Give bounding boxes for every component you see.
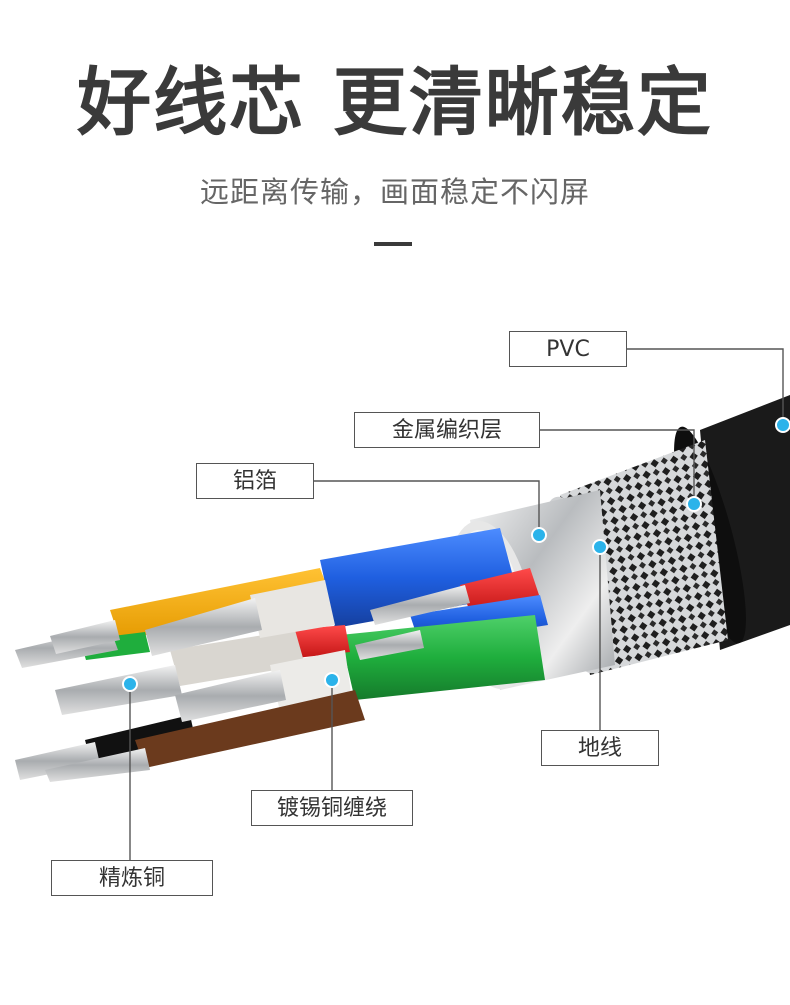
callout-markers [122,417,790,692]
marker-pvc [775,417,790,433]
label-refined-copper: 精炼铜 [51,860,213,896]
label-tinned-copper-wrap: 镀锡铜缠绕 [251,790,413,826]
label-aluminum-foil: 铝箔 [196,463,314,499]
title-divider [374,242,412,246]
subheadline: 远距离传输，画面稳定不闪屏 [199,175,590,209]
marker-foil [531,527,547,543]
marker-tinned [324,672,340,688]
copper-strands [15,585,470,782]
inner-wires [80,528,548,768]
label-pvc: PVC [509,331,627,367]
marker-braid [686,496,702,512]
marker-copper [122,676,138,692]
leader-lines [129,348,784,860]
marker-ground [592,539,608,555]
label-ground-wire: 地线 [541,730,659,766]
headline: 好线芯 更清晰稳定 [77,60,713,146]
label-metal-braid: 金属编织层 [354,412,540,448]
